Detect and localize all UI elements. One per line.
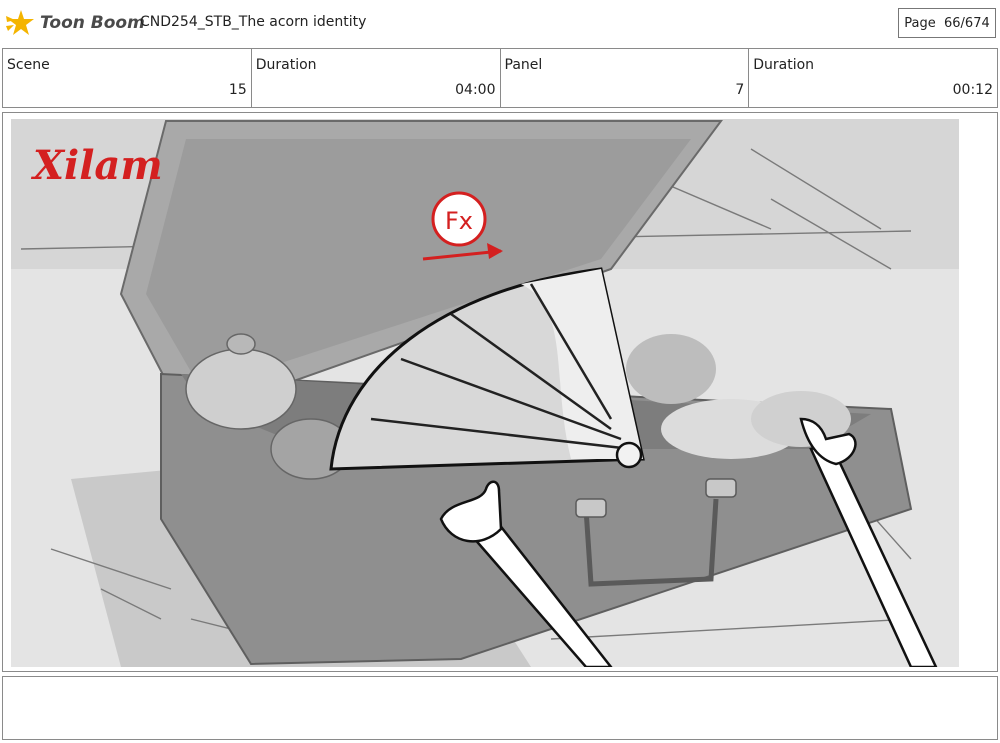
fx-mark: Fx <box>445 207 473 235</box>
panel-duration-value: 00:12 <box>952 82 993 98</box>
storyboard-drawing: Fx Xilam <box>11 119 959 667</box>
scene-duration-value: 04:00 <box>455 82 496 98</box>
scene-label: Scene <box>7 57 50 73</box>
toon-boom-star-icon <box>6 10 34 35</box>
page-label: Page <box>904 15 936 31</box>
red-arrow-icon <box>487 243 503 259</box>
scene-duration-label: Duration <box>255 57 317 73</box>
acorn-shape <box>185 348 297 430</box>
toon-boom-logo: Toon Boom <box>6 6 145 40</box>
scene-value: 15 <box>228 82 247 98</box>
app-header: Toon Boom CND254_STB_The acorn identity … <box>0 0 1000 48</box>
scene-cell: Scene 15 <box>3 49 252 107</box>
panel-duration-label: Duration <box>753 57 815 73</box>
panel-value: 7 <box>735 82 745 98</box>
scene-duration-cell: Duration 04:00 <box>252 49 501 107</box>
panel-label: Panel <box>504 57 543 73</box>
brand-name: Toon Boom <box>40 13 145 33</box>
page-indicator: Page 66/674 <box>898 8 996 38</box>
page-value: 66/674 <box>944 15 990 31</box>
panel-cell: Panel 7 <box>501 49 750 107</box>
xilam-logo: Xilam <box>30 142 163 189</box>
storyboard-panel: Fx Xilam <box>2 112 998 672</box>
panel-info-bar: Scene 15 Duration 04:00 Panel 7 Duration… <box>2 48 998 108</box>
notes-box[interactable] <box>2 676 998 740</box>
fx-circle-icon <box>431 191 487 247</box>
panel-duration-cell: Duration 00:12 <box>749 49 997 107</box>
project-title: CND254_STB_The acorn identity <box>140 14 367 30</box>
